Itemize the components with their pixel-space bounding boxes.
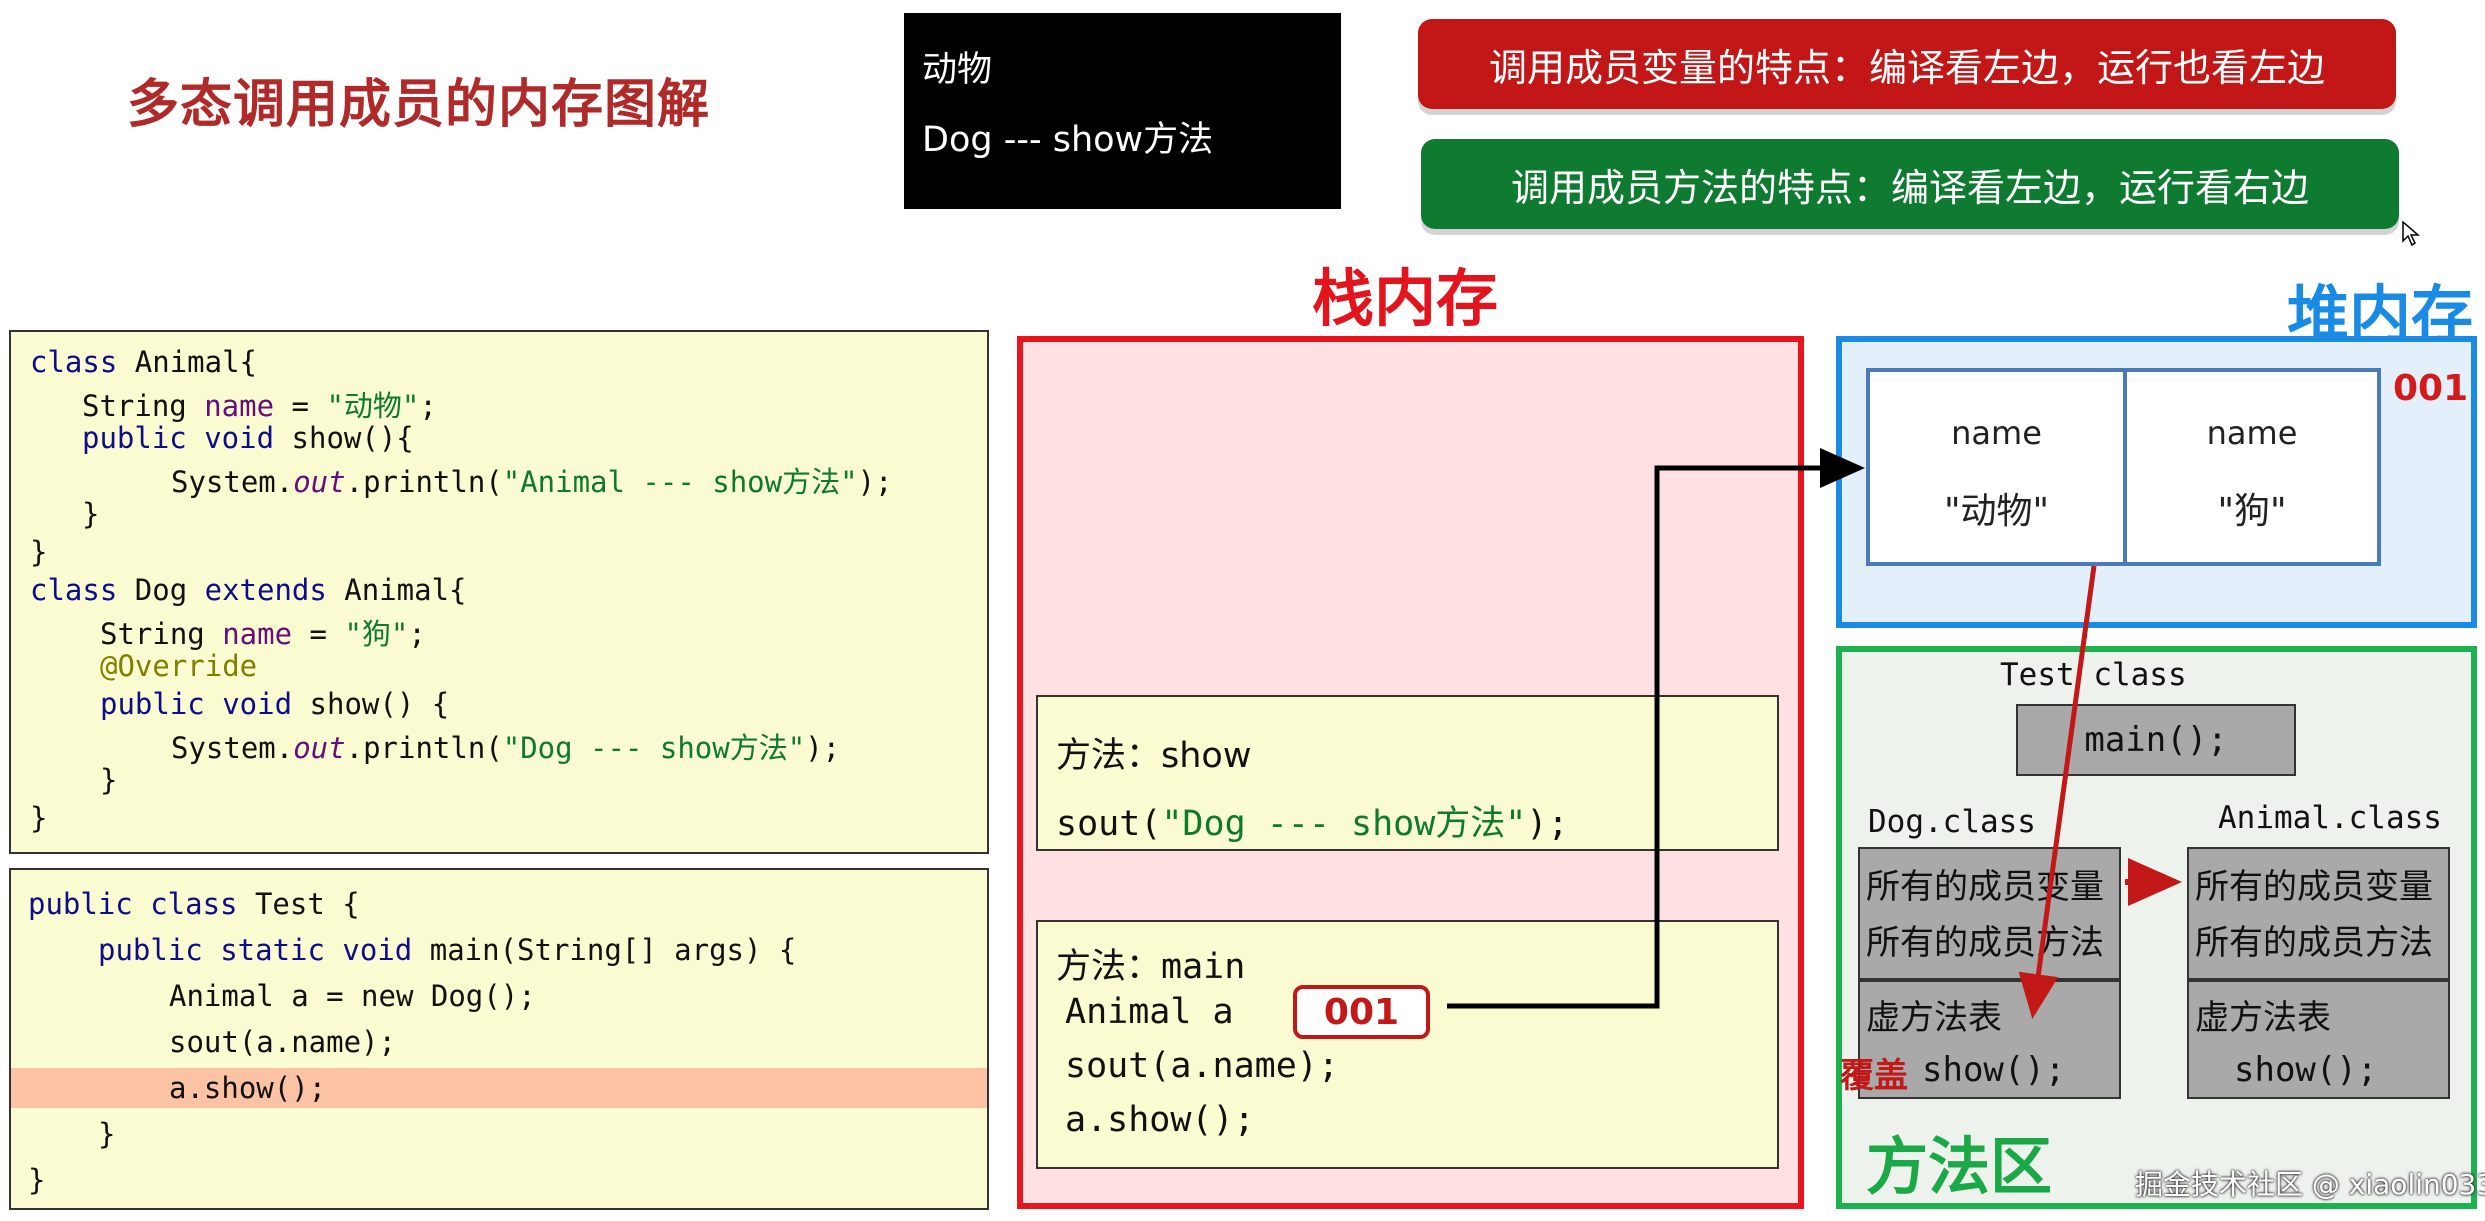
frame-code: sout("Dog --- show方法"); xyxy=(1056,804,1569,844)
dog-member-fields: 所有的成员变量 xyxy=(1866,867,2104,907)
field-rule-banner: 调用成员变量的特点：编译看左边，运行也看左边 xyxy=(1418,19,2396,109)
animal-vtable-box: 虚方法表 show(); xyxy=(2187,980,2450,1099)
mouse-cursor-icon xyxy=(2402,221,2420,247)
code-line: } xyxy=(82,497,100,531)
frame-var: Animal a xyxy=(1065,992,1234,1032)
code-line: a.show(); xyxy=(169,1071,327,1105)
dog-show-method: show(); xyxy=(1922,1050,2066,1090)
dog-vtable-label: 虚方法表 xyxy=(1866,998,2002,1038)
animal-show-method: show(); xyxy=(2234,1050,2378,1090)
code-line: } xyxy=(30,801,48,835)
code-line: @Override xyxy=(100,649,258,683)
code-line: } xyxy=(30,535,48,569)
slide-title: 多态调用成员的内存图解 xyxy=(127,75,711,135)
frame-label: 方法：show xyxy=(1056,736,1252,776)
animal-member-fields: 所有的成员变量 xyxy=(2195,867,2433,907)
console-line: 动物 xyxy=(922,50,993,90)
show-stack-frame: 方法：show sout("Dog --- show方法"); xyxy=(1036,695,1779,851)
method-area-heading: 方法区 xyxy=(1866,1130,2053,1203)
field-value: "狗" xyxy=(2217,491,2287,532)
dog-members-box: 所有的成员变量 所有的成员方法 xyxy=(1858,847,2121,980)
current-line-highlight xyxy=(11,1068,987,1108)
stack-heading: 栈内存 xyxy=(1312,262,1499,335)
code-line: public void show() { xyxy=(100,687,450,721)
animal-vtable-label: 虚方法表 xyxy=(2195,998,2331,1038)
console-output: 动物 Dog --- show方法 xyxy=(904,13,1341,209)
animal-members-box: 所有的成员变量 所有的成员方法 xyxy=(2187,847,2450,980)
field-name: name xyxy=(1951,414,2042,452)
code-line: System.out.println("Dog --- show方法"); xyxy=(171,731,841,765)
test-class-code: public class Test { public static void m… xyxy=(9,868,989,1210)
code-line: } xyxy=(28,1163,46,1197)
test-class-label: Test class xyxy=(2000,657,2187,693)
code-line: class Dog extends Animal{ xyxy=(30,573,467,607)
reference-value-badge: 001 xyxy=(1293,985,1430,1039)
heap-field-cell: name "动物" xyxy=(1866,368,2127,566)
dog-member-methods: 所有的成员方法 xyxy=(1866,923,2104,963)
heap-field-cell: name "狗" xyxy=(2123,368,2381,566)
main-stack-frame: 方法：main Animal a sout(a.name); a.show(); xyxy=(1036,920,1779,1169)
code-line: String name = "狗"; xyxy=(100,617,426,651)
override-tag: 覆盖 xyxy=(1840,1056,1908,1096)
dog-class-label: Dog.class xyxy=(1868,804,2036,840)
frame-code: a.show(); xyxy=(1065,1100,1255,1140)
frame-code: sout(a.name); xyxy=(1065,1046,1339,1086)
code-line: public static void main(String[] args) { xyxy=(98,933,797,967)
heap-address-label: 001 xyxy=(2393,368,2469,409)
test-main-method: main(); xyxy=(2016,704,2296,776)
field-value: "动物" xyxy=(1943,491,2050,532)
code-line: class Animal{ xyxy=(30,345,257,379)
field-name: name xyxy=(2206,414,2298,452)
code-line: System.out.println("Animal --- show方法"); xyxy=(171,465,893,499)
code-line: String name = "动物"; xyxy=(82,389,437,423)
animal-class-label: Animal.class xyxy=(2218,800,2442,836)
code-line: public class Test { xyxy=(28,887,360,921)
animal-member-methods: 所有的成员方法 xyxy=(2195,923,2433,963)
frame-label: 方法：main xyxy=(1056,947,1246,987)
code-line: } xyxy=(100,763,118,797)
code-line: sout(a.name); xyxy=(169,1025,396,1059)
watermark: 掘金技术社区 @ xiaolin03333 xyxy=(2135,1168,2485,1201)
code-line: public void show(){ xyxy=(82,421,414,455)
method-rule-banner: 调用成员方法的特点：编译看左边，运行看右边 xyxy=(1421,139,2399,229)
console-line: Dog --- show方法 xyxy=(922,120,1214,160)
code-line: } xyxy=(98,1117,116,1151)
class-definitions-code: class Animal{ String name = "动物"; public… xyxy=(9,330,989,854)
code-line: Animal a = new Dog(); xyxy=(169,979,536,1013)
